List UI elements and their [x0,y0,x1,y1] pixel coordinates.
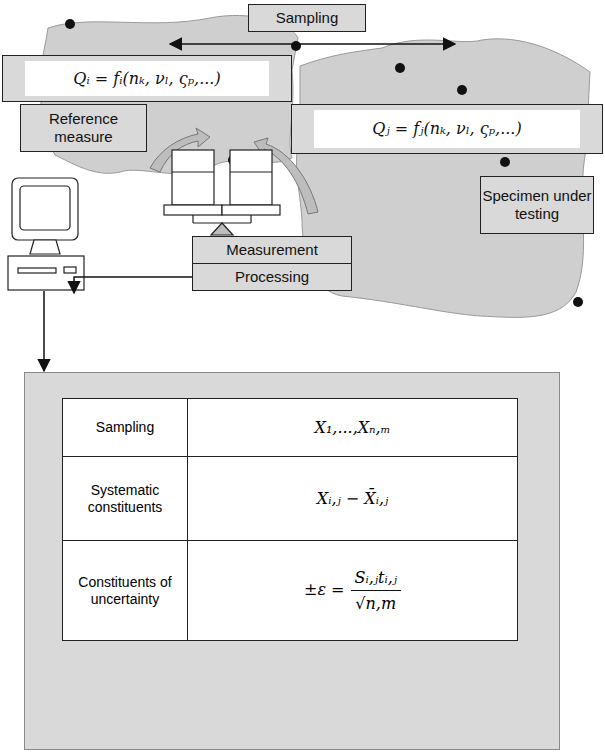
fraction: Sᵢ,ⱼtᵢ,ⱼ√n,m [351,568,401,613]
label-box: Specimen under testing [480,176,594,234]
formula-text: √n,m [355,591,396,613]
box-text: Measurement [226,241,318,259]
results-panel: Sampling X₁,...,Xₙ,ₘ Systematic constitu… [24,372,560,750]
table-cell-text: Sampling [96,419,154,435]
sampling-arrow [170,43,455,45]
formula-box: Qⱼ = fⱼ(nₖ, νₗ, ςₚ,...) [291,104,603,154]
title-box: Sampling [248,4,366,32]
table-cell: ±ε = Sᵢ,ⱼtᵢ,ⱼ√n,m [188,541,518,641]
table-cell: Xᵢ,ⱼ − X̄ᵢ,ⱼ [188,457,518,541]
box-text: Qⱼ = fⱼ(nₖ, νₗ, ςₚ,...) [314,110,580,148]
result-arrow [43,291,45,371]
formula-text: Sᵢ,ⱼtᵢ,ⱼ [351,568,401,591]
table-cell: X₁,...,Xₙ,ₘ [188,399,518,457]
formula-text: X₁,...,Xₙ,ₘ [314,418,390,437]
formula-box: Qᵢ = fᵢ(nₖ, νₗ, ςₚ,...) [2,55,292,102]
table-cell: Constituents of uncertainty [63,541,188,641]
box-text: Processing [235,268,309,286]
formula-text: ±ε = [304,580,344,599]
process-box: Processing [192,263,352,291]
process-box: Measurement [192,236,352,264]
results-table: Sampling X₁,...,Xₙ,ₘ Systematic constitu… [62,398,518,641]
data-arrow [74,277,192,293]
table-cell-text: Constituents of uncertainty [78,574,171,607]
table-cell-text: Systematic constituents [88,482,163,515]
table-cell: Systematic constituents [63,457,188,541]
formula-text: Xᵢ,ⱼ − X̄ᵢ,ⱼ [317,489,388,508]
balance [164,150,280,235]
box-text: Sampling [276,9,339,27]
box-text: Reference measure [21,110,146,146]
label-box: Reference measure [20,104,147,152]
table-cell: Sampling [63,399,188,457]
box-text: Qᵢ = fᵢ(nₖ, νₗ, ςₚ,...) [25,61,269,96]
box-text: Specimen under testing [481,187,593,223]
computer-icon [8,178,84,290]
